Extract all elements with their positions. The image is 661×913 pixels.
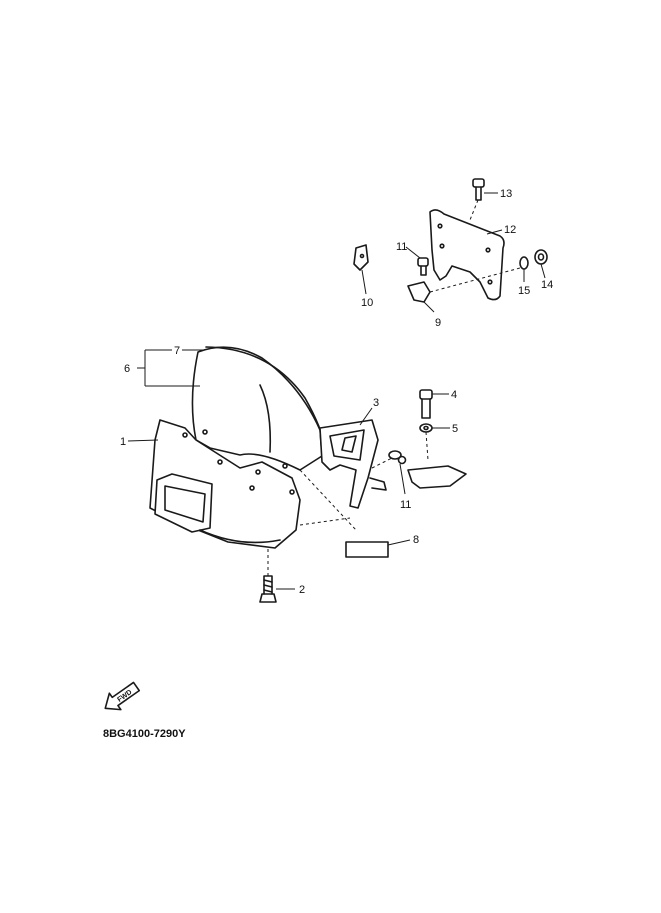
callout-5: 5: [452, 423, 458, 435]
callout-7: 7: [174, 345, 180, 357]
callout-8: 8: [413, 534, 419, 546]
callout-1: 1: [120, 436, 126, 448]
clip-9: [407, 281, 431, 303]
bracket-assembly: [353, 178, 548, 303]
callout-4: 4: [451, 389, 457, 401]
leader-lines: [127, 192, 546, 590]
callout-15: 15: [518, 285, 530, 297]
callout-11-lower: 11: [400, 499, 411, 511]
bolt-2: [259, 575, 277, 603]
callout-9: 9: [435, 317, 441, 329]
callout-6: 6: [124, 363, 130, 375]
callout-labels: 1 2 3 4 5 6 7 8 9 10 11 11 12 13 14 15: [120, 188, 553, 596]
bracket-plate-12: [429, 209, 505, 301]
grommet-14: [534, 249, 548, 265]
mount-bracket: [407, 465, 467, 489]
callout-10: 10: [361, 297, 373, 309]
callout-11-upper: 11: [396, 241, 407, 253]
callout-2: 2: [299, 584, 305, 596]
screw-11-lower: [388, 450, 407, 465]
callout-14: 14: [541, 279, 553, 291]
headlight-opening: [154, 473, 213, 533]
callout-3: 3: [373, 397, 379, 409]
screw-11-upper: [417, 257, 429, 276]
nut-5: [419, 423, 433, 433]
cowling-stay: [319, 419, 387, 509]
bolt-13: [472, 178, 485, 201]
emblem-8: [345, 541, 389, 558]
callout-12: 12: [504, 224, 516, 236]
front-cowling: [149, 419, 301, 549]
callout-13: 13: [500, 188, 512, 200]
washer-15: [519, 256, 529, 270]
diagram-code: 8BG4100-7290Y: [103, 728, 186, 740]
bolt-4: [419, 389, 433, 419]
fwd-arrow: FWD: [104, 681, 141, 711]
